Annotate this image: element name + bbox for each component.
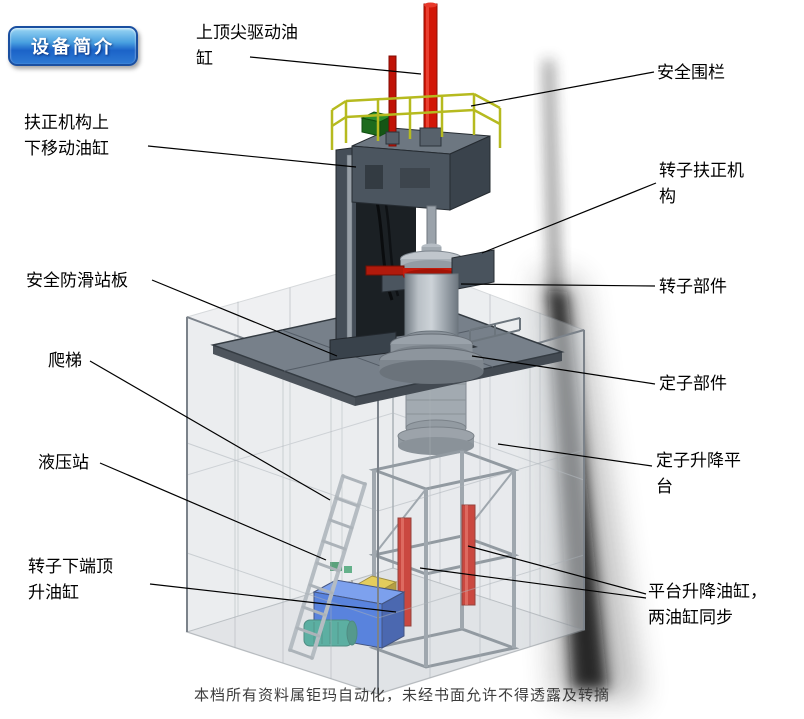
ladder-3d	[288, 474, 367, 660]
label-line: 平台升降油缸，	[648, 582, 767, 601]
enclosure-front	[186, 315, 585, 696]
label-line: 转子扶正机	[659, 161, 744, 180]
label-platform-lift-cylinders: 平台升降油缸， 两油缸同步	[648, 579, 767, 630]
label-line: 安全防滑站板	[26, 271, 128, 290]
label-line: 升油缸	[28, 582, 79, 602]
label-stator-lift-platform: 定子升降平 台	[656, 448, 741, 499]
label-line: 液压站	[38, 453, 89, 472]
label-line: 下移动油缸	[24, 138, 109, 158]
label-line: 安全围栏	[657, 63, 725, 82]
footer-watermark: 本档所有资料属钜玛自动化，未经书面允许不得透露及转摘	[193, 687, 610, 704]
title-badge: 设备简介	[8, 26, 138, 66]
rotor-3d	[365, 205, 495, 384]
label-rotor-jack-cylinder: 转子下端顶 升油缸	[28, 554, 113, 605]
label-hydraulic-station: 液压站	[38, 450, 89, 476]
drive-cylinders-3d	[385, 2, 442, 147]
label-line: 扶正机构上	[24, 113, 109, 132]
shadow-smudge	[538, 60, 642, 700]
label-rotor-centering: 转子扶正机 构	[659, 158, 744, 209]
label-ladder: 爬梯	[48, 348, 82, 374]
label-line: 定子升降平	[656, 451, 741, 470]
label-line: 上顶尖驱动油	[196, 23, 298, 42]
label-line: 构	[659, 186, 676, 206]
label-line: 转子下端顶	[28, 557, 113, 576]
label-line: 转子部件	[659, 277, 727, 296]
label-top-spindle-cylinder: 上顶尖驱动油 缸	[196, 20, 298, 71]
safety-fence-3d	[330, 92, 502, 150]
label-line: 台	[656, 476, 673, 496]
label-rotor-part: 转子部件	[659, 274, 727, 300]
label-centering-lift-cylinder: 扶正机构上 下移动油缸	[24, 110, 109, 161]
label-safety-fence: 安全围栏	[657, 60, 725, 86]
label-stator-part: 定子部件	[659, 371, 727, 397]
label-line: 两油缸同步	[648, 607, 733, 627]
label-line: 定子部件	[659, 374, 727, 393]
label-antislip-platform: 安全防滑站板	[26, 268, 128, 294]
label-line: 缸	[196, 48, 213, 68]
label-line: 爬梯	[48, 351, 82, 370]
leader-lines	[89, 56, 657, 613]
title-badge-label: 设备简介	[31, 37, 115, 57]
